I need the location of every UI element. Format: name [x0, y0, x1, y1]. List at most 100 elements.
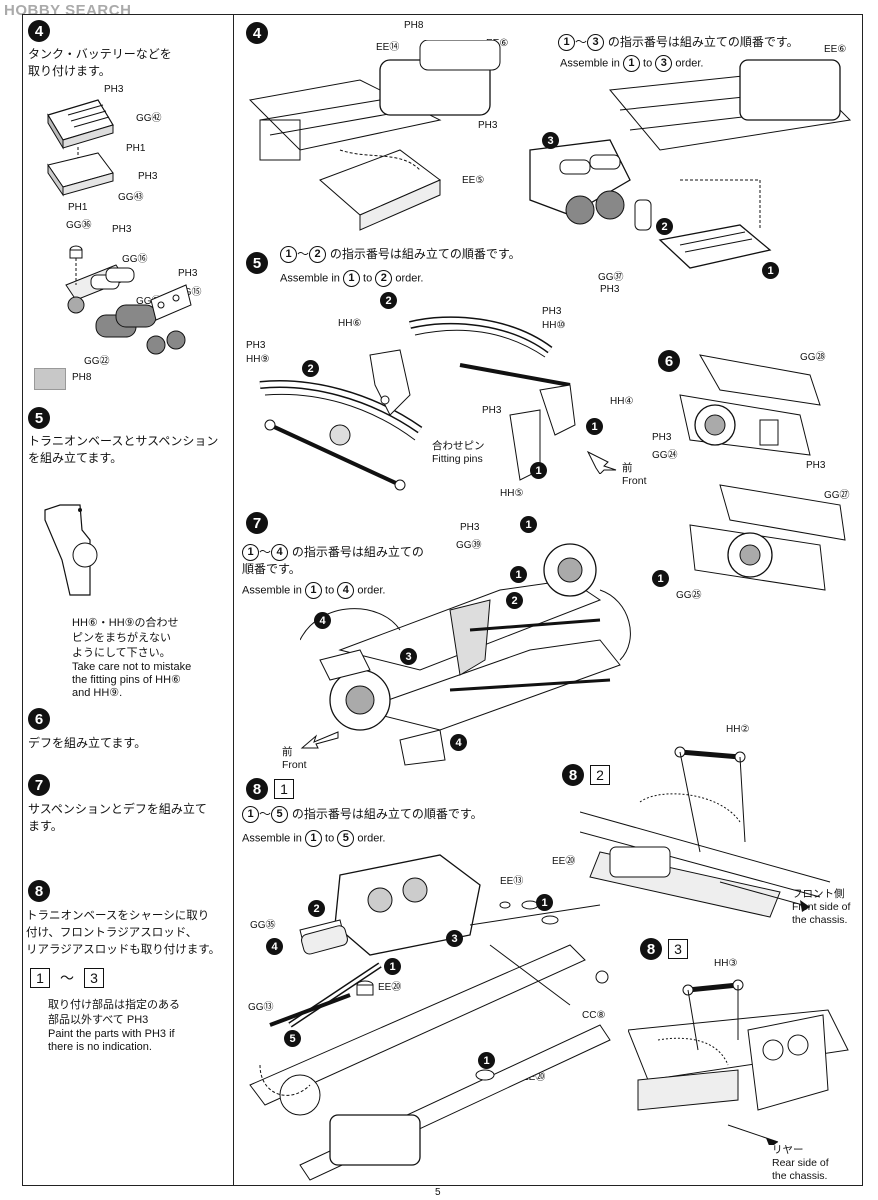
label-ph1-b: PH1	[68, 202, 88, 213]
step-5-text: トラニオンベースとサスペンション を組み立てます。	[28, 433, 218, 467]
step4-order-end: 3	[587, 34, 605, 51]
label-gg15: GG⑮	[176, 287, 202, 298]
label-ph3-d: PH3	[178, 268, 198, 279]
step8-1-order-text: の指示番号は組み立ての順番です。	[291, 807, 483, 821]
r6-label-ph3-a: PH3	[652, 432, 672, 443]
step5-en-to: to	[359, 272, 376, 285]
r81-label-gg35: GG㉟	[250, 920, 276, 931]
note-jp-3: ようにして下さい。	[72, 647, 171, 659]
step4-order-en: Assemble in 1 to 3 order.	[560, 55, 703, 72]
step8-1-order-jp: 1～5 の指示番号は組み立ての順番です。	[242, 806, 483, 823]
step8-1-order-end: 5	[271, 806, 289, 823]
step-8-text-line1: トラニオンベースをシャーシに取り	[26, 908, 210, 922]
r7-callout-2: 2	[506, 592, 523, 609]
r81-callout-2: 2	[308, 900, 325, 917]
r6-label-gg27: GG㉗	[824, 490, 850, 501]
step7-en-2: order.	[354, 584, 386, 597]
step8-2-number: 8	[562, 764, 584, 786]
range-end: 3	[84, 968, 104, 988]
front-jp: 前	[622, 462, 633, 474]
r6-label-gg25: GG㉕	[676, 590, 702, 601]
paint-jp-1: 取り付け部品は指定のある	[48, 999, 180, 1011]
step4-order-text: の指示番号は組み立ての順番です。	[607, 35, 799, 49]
step-8-number: 8	[28, 880, 50, 902]
r7-label-ph3: PH3	[460, 522, 480, 533]
step8-1-en-start: 1	[304, 830, 322, 847]
r81-label-cc8: CC⑧	[582, 1010, 606, 1021]
step7-order-text2: 順番です。	[242, 562, 301, 576]
front-label-2: 前 Front	[282, 746, 307, 772]
step-6-text: デフを組み立てます。	[28, 736, 147, 750]
step4-order-jp: 1～3 の指示番号は組み立ての順番です。	[558, 34, 799, 51]
r4-callout-3: 3	[542, 132, 559, 149]
step8-1-en-2: order.	[354, 832, 386, 845]
r81-callout-4: 4	[266, 938, 283, 955]
label-ph3-c: PH3	[112, 224, 132, 235]
paint-code-en: PH3	[144, 1028, 167, 1040]
note-en-1: Take care not to mistake	[72, 661, 192, 673]
step8-3-number: 8	[640, 938, 662, 960]
r4-label-gg37: GG㊲	[598, 272, 624, 283]
r-step-7-number: 7	[246, 512, 268, 534]
step-7-text-line2: ます。	[28, 819, 63, 833]
r4-label-ph3: PH3	[478, 120, 498, 131]
step-4-number: 4	[28, 20, 50, 42]
right-panel	[233, 14, 863, 1186]
step-5-number: 5	[28, 407, 50, 429]
step-5-text-line1: トラニオンベースとサスペンション	[28, 434, 219, 448]
r82-label-hh2: HH②	[726, 724, 750, 735]
r4-label-ph8: PH8	[404, 20, 424, 31]
step-7-text-line1: サスペンションとデフを組み立て	[28, 802, 207, 816]
range-indicator: 1 ～ 3	[30, 968, 104, 988]
step5-order-jp: 1～2 の指示番号は組み立ての順番です。	[280, 246, 521, 263]
step8-1-order-start: 1	[242, 806, 259, 823]
step8-3-box: 3	[668, 939, 688, 959]
step8-1-chassis-drawing	[240, 845, 620, 1185]
step-8-text-line2: 付け、フロントラジアスロッド、	[26, 925, 198, 939]
step7-order-start: 1	[242, 544, 259, 561]
r5-callout-2b: 2	[302, 360, 319, 377]
step4-en-start: 1	[622, 55, 640, 72]
r-step-5-number: 5	[246, 252, 268, 274]
step5-en-1: Assemble in	[280, 272, 343, 285]
front2-jp: 前	[282, 746, 293, 758]
r6-label-gg24: GG㉔	[652, 450, 678, 461]
range-tilde: ～	[60, 971, 74, 987]
r81-callout-5: 5	[284, 1030, 301, 1047]
paint-code: PH3	[126, 1014, 149, 1026]
step4-chassis-drawing	[240, 40, 858, 270]
step8-2-box: 2	[590, 765, 610, 785]
r81-label-ee20-b: EE⑳	[378, 982, 402, 993]
step-6-number: 6	[28, 708, 50, 730]
step4-en-end: 3	[655, 55, 673, 72]
step-8-text: トラニオンベースをシャーシに取り 付け、フロントラジアスロッド、 リアラジアスロ…	[26, 907, 220, 958]
step8-1-number: 8	[246, 778, 268, 800]
r81-label-ee20-a: EE⑳	[552, 856, 576, 867]
paint-en-1: Paint the parts with	[48, 1028, 145, 1040]
step7-en-to: to	[321, 584, 338, 597]
front2-en: Front	[282, 759, 307, 771]
step8-2-header: 8 2	[562, 764, 610, 786]
r5-label-hh6: HH⑥	[338, 318, 362, 329]
front-side-label: フロント側 Front side of the chassis.	[792, 888, 850, 927]
note-jp-1: HH⑥・HH⑨の合わせ	[72, 617, 179, 629]
tank-battery-drawing	[38, 85, 188, 205]
r4-label-ph3-b: PH3	[600, 284, 620, 295]
r5-label-hh9: HH⑨	[246, 354, 270, 365]
step-4-text-line2: 取り付けます。	[28, 64, 111, 78]
front-arrow-icon	[586, 448, 620, 474]
front-en: Front	[622, 475, 647, 487]
step5-order-start: 1	[280, 246, 297, 263]
r81-callout-1b: 1	[384, 958, 401, 975]
step5-en-start: 1	[342, 270, 360, 287]
paint-note: 取り付け部品は指定のある 部品以外すべて PH3 Paint the parts…	[48, 998, 180, 1054]
r4-label-ee6-b: EE⑥	[824, 44, 847, 55]
r5-callout-1b: 1	[530, 462, 547, 479]
step7-order-end: 4	[271, 544, 289, 561]
r83-label-hh3: HH③	[714, 958, 738, 969]
r6-label-gg28: GG㉘	[800, 352, 826, 363]
step7-en-start: 1	[304, 582, 322, 599]
label-gg36: GG㊱	[66, 220, 92, 231]
r81-callout-1a: 1	[536, 894, 553, 911]
step8-1-order-en: Assemble in 1 to 5 order.	[242, 830, 385, 847]
